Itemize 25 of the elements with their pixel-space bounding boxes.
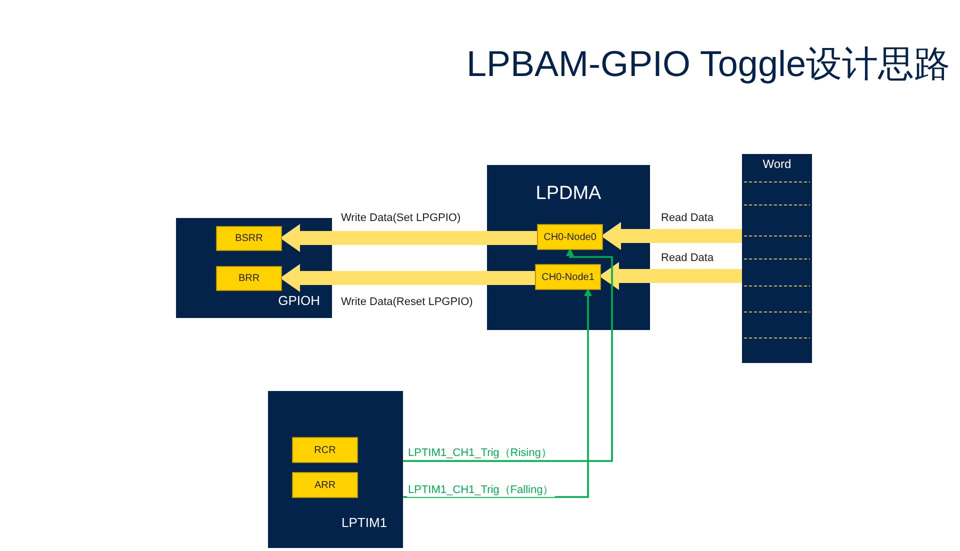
- arrow: [403, 248, 613, 462]
- channel-node-box: CH0-Node1: [535, 264, 601, 290]
- arrow: [280, 264, 535, 292]
- slide-title: LPBAM-GPIO Toggle设计思路: [466, 42, 950, 86]
- arrow: [601, 222, 742, 250]
- arrow: [280, 224, 537, 252]
- edge-label: Write Data(Set LPGPIO): [340, 212, 462, 224]
- edge-label: Write Data(Reset LPGPIO): [340, 296, 474, 308]
- channel-node-box: CH0-Node0: [537, 224, 603, 250]
- register-box: ARR: [292, 472, 358, 498]
- block-label: LPDMA: [534, 183, 602, 205]
- register-box: RCR: [292, 437, 358, 463]
- block-label: GPIOH: [278, 293, 320, 308]
- register-box: BRR: [216, 266, 282, 291]
- edge-label: Read Data: [660, 212, 715, 224]
- register-box: BSRR: [216, 226, 282, 251]
- arrow: [403, 288, 592, 498]
- timer-block: [268, 391, 403, 548]
- edge-label: LPTIM1_CH1_Trig（Falling）: [407, 482, 555, 497]
- memory-column: [742, 154, 812, 363]
- block-label: Word: [762, 157, 792, 171]
- gpio-block: [176, 218, 332, 318]
- arrow: [599, 262, 742, 290]
- edge-label: Read Data: [660, 252, 715, 264]
- block-label: LPTIM1: [341, 515, 387, 530]
